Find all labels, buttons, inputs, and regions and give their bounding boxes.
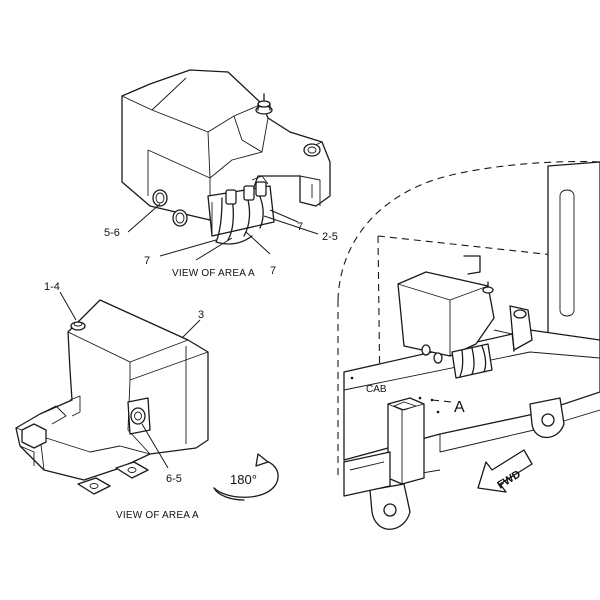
cab-outline-dashed: [337, 160, 600, 301]
label-area-a: A: [454, 399, 465, 416]
machine-box: [397, 271, 495, 379]
callout-1-4: 1-4: [44, 281, 60, 293]
callout-7-right: 7: [297, 221, 303, 233]
deck-dot: [418, 396, 422, 400]
callout-2-5: 2-5: [322, 231, 338, 243]
top-mount-bracket: [289, 131, 331, 207]
label-cab: CAB: [366, 384, 387, 395]
top-fitting-56: [152, 189, 168, 207]
hanger-bracket: [463, 255, 481, 275]
left-breather-cap: [70, 321, 86, 331]
left-view-assembly: 1-4 3 6-5 VIEW OF AREA A 180°: [15, 281, 279, 521]
rotation-label: 180°: [230, 472, 257, 487]
frame-pillar: [547, 161, 600, 345]
square-post: [387, 397, 425, 485]
callout-3: 3: [198, 309, 204, 321]
left-tab-2: [115, 461, 149, 479]
callout-5-6: 5-6: [104, 227, 120, 239]
top-valve-block: [207, 175, 275, 245]
lifting-eye-left: [369, 483, 411, 530]
callout-6-5: 6-5: [166, 473, 182, 485]
rotation-arrow-icon: [213, 453, 279, 501]
callout-7-bottom: 7: [270, 265, 276, 277]
left-box-body: [15, 299, 209, 481]
caption-top-view: VIEW OF AREA A: [172, 268, 255, 279]
deck-dot: [350, 376, 354, 380]
top-fitting-mid: [172, 209, 188, 227]
callout-7-left: 7: [144, 255, 150, 267]
machine-view: CAB A FWD: [337, 160, 600, 530]
fwd-arrow-icon: FWD: [477, 449, 533, 493]
left-tab-1: [77, 477, 111, 495]
caption-left-view: VIEW OF AREA A: [116, 510, 199, 521]
top-breather-cap: [255, 93, 273, 115]
machine-mount: [493, 305, 533, 353]
left-fitting-65: [127, 397, 151, 435]
lifting-eye-right: [529, 397, 565, 439]
deck-dot: [436, 410, 440, 414]
top-view-assembly: 5-6 7 7 7 2-5 VIEW OF AREA A: [104, 69, 338, 279]
